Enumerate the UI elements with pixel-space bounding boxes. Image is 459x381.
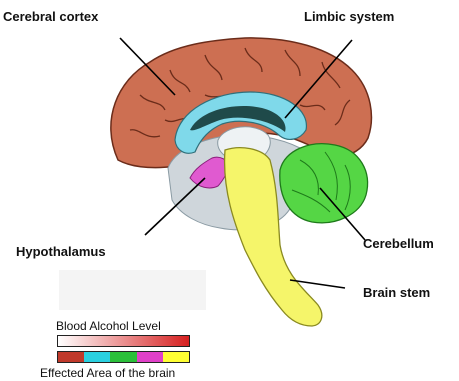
label-limbic-system: Limbic system: [304, 9, 394, 24]
label-cerebellum: Cerebellum: [363, 236, 434, 251]
blank-panel: [59, 270, 206, 310]
label-cerebral-cortex: Cerebral cortex: [3, 9, 98, 24]
affected-area-segment: [163, 352, 189, 362]
bac-gradient-bar: [57, 335, 190, 347]
affected-area-segment: [84, 352, 110, 362]
affected-area-segment: [58, 352, 84, 362]
affected-area-segment: [137, 352, 163, 362]
affected-area-color-bar: [57, 351, 190, 363]
label-hypothalamus: Hypothalamus: [16, 244, 106, 259]
legend-area-label: Effected Area of the brain: [40, 366, 175, 380]
legend-bac-label: Blood Alcohol Level: [56, 319, 161, 333]
affected-area-segment: [110, 352, 136, 362]
label-brain-stem: Brain stem: [363, 285, 430, 300]
cerebellum-region: [280, 144, 368, 223]
